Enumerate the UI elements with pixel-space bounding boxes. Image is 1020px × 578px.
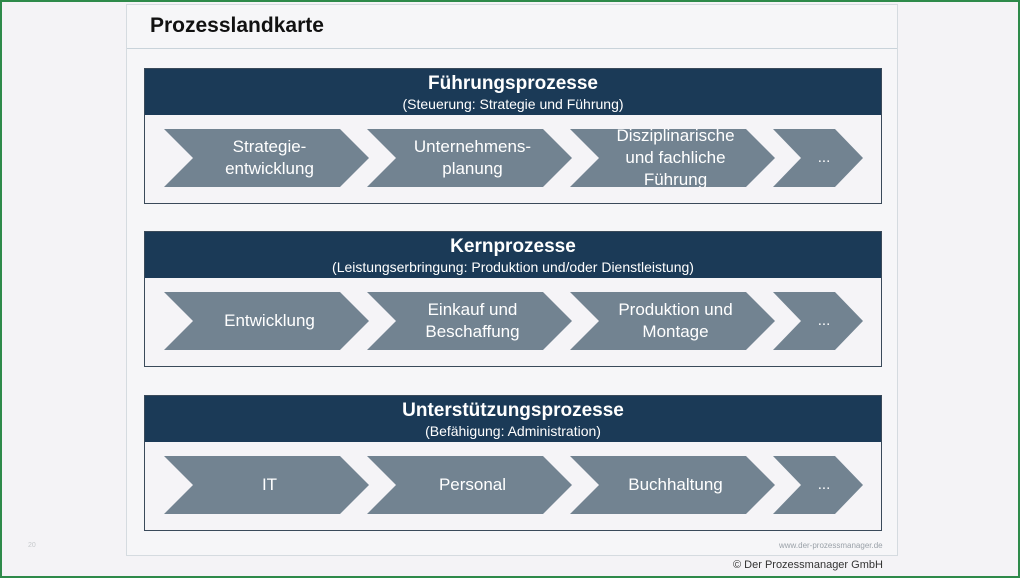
process-step-chevron: Strategie- entwicklung <box>164 129 369 187</box>
title-divider <box>127 48 897 49</box>
process-step-chevron: Disziplinarische und fachliche Führung <box>570 129 775 187</box>
section-subtitle: (Steuerung: Strategie und Führung) <box>402 96 624 112</box>
page-number: 20 <box>28 542 36 549</box>
process-step-chevron: Unternehmens- planung <box>367 129 572 187</box>
process-step-chevron: Buchhaltung <box>570 456 775 514</box>
process-step-more-chevron: ... <box>773 292 863 350</box>
copyright-notice: © Der Prozessmanager GmbH <box>733 559 883 571</box>
section-header: Führungsprozesse (Steuerung: Strategie u… <box>145 69 881 115</box>
process-step-chevron: IT <box>164 456 369 514</box>
process-step-chevron: Einkauf und Beschaffung <box>367 292 572 350</box>
process-chevron-row: Entwicklung Einkauf und Beschaffung Prod… <box>145 278 881 366</box>
section-header: Kernprozesse (Leistungserbringung: Produ… <box>145 232 881 278</box>
section-title: Unterstützungsprozesse <box>402 400 624 421</box>
process-step-chevron: Produktion und Montage <box>570 292 775 350</box>
process-chevron-row: Strategie- entwicklung Unternehmens- pla… <box>145 115 881 203</box>
process-step-chevron: Entwicklung <box>164 292 369 350</box>
section-title: Kernprozesse <box>450 236 576 257</box>
process-step-more-chevron: ... <box>773 129 863 187</box>
process-step-more-chevron: ... <box>773 456 863 514</box>
section-subtitle: (Leistungserbringung: Produktion und/ode… <box>332 259 694 275</box>
section-header: Unterstützungsprozesse (Befähigung: Admi… <box>145 396 881 442</box>
section-title: Führungsprozesse <box>428 73 598 94</box>
process-step-chevron: Personal <box>367 456 572 514</box>
section-fuehrungsprozesse: Führungsprozesse (Steuerung: Strategie u… <box>144 68 882 204</box>
website-watermark: www.der-prozessmanager.de <box>779 541 883 550</box>
section-unterstuetzungsprozesse: Unterstützungsprozesse (Befähigung: Admi… <box>144 395 882 531</box>
slide-title: Prozesslandkarte <box>150 14 324 37</box>
process-chevron-row: IT Personal Buchhaltung ... <box>145 442 881 530</box>
section-subtitle: (Befähigung: Administration) <box>425 423 601 439</box>
section-kernprozesse: Kernprozesse (Leistungserbringung: Produ… <box>144 231 882 367</box>
